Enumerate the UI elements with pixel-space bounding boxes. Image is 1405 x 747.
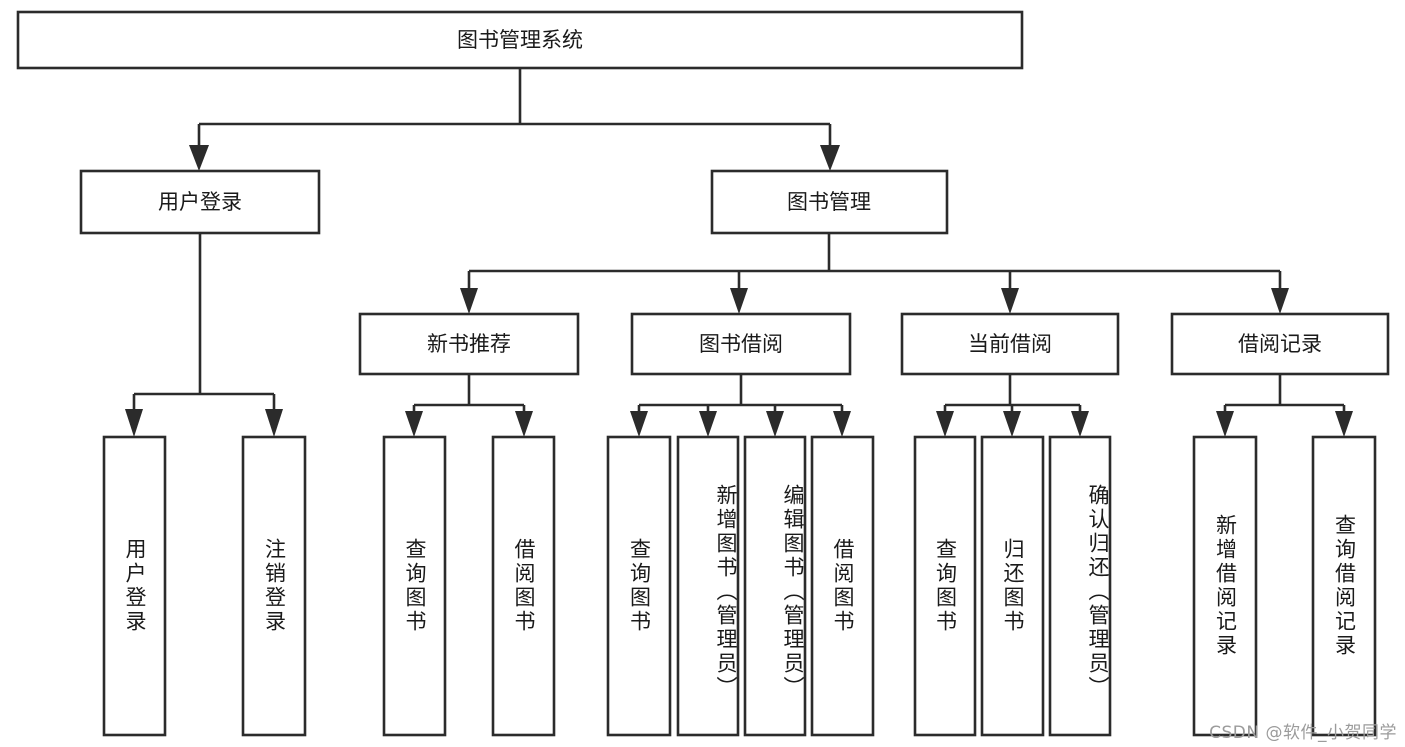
arrow-to-current-borrow [1001, 288, 1019, 314]
node-borrow-record[interactable]: 借阅记录 [1170, 312, 1390, 376]
arrow-to-leaf-confirm-return [1071, 411, 1089, 437]
leaf-box-confirm-return[interactable] [1048, 435, 1112, 737]
arrow-to-book-borrow [730, 288, 748, 314]
arrow-to-leaf-add-book [699, 411, 717, 437]
connector-new-book-recommend-to-leaves [405, 374, 533, 437]
connector-book-borrow-to-leaves [630, 374, 851, 437]
node-current-borrow-label: 当前借阅 [968, 332, 1052, 356]
node-new-book-recommend-label: 新书推荐 [427, 332, 511, 356]
connector-current-borrow-to-leaves [936, 374, 1089, 437]
node-book-borrow-label: 图书借阅 [699, 332, 783, 356]
arrow-to-leaf-edit-book [766, 411, 784, 437]
node-root[interactable]: 图书管理系统 [16, 10, 1024, 70]
arrow-to-leaf-add-record [1216, 411, 1234, 437]
node-book-manage-label: 图书管理 [787, 190, 871, 214]
leaf-box-user-logout[interactable] [241, 435, 307, 737]
arrow-to-book-manage [820, 145, 840, 171]
arrow-to-leaf-user-login [125, 409, 143, 437]
leaf-box-borrow-book-1[interactable] [491, 435, 556, 737]
node-root-box[interactable] [16, 10, 1024, 70]
leaf-box-edit-book[interactable] [743, 435, 807, 737]
node-book-borrow[interactable]: 图书借阅 [630, 312, 852, 376]
leaf-box-add-book[interactable] [676, 435, 740, 737]
arrow-to-leaf-return-book [1003, 411, 1021, 437]
connector-user-login-to-leaves [125, 233, 283, 437]
leaf-box-query-book-1[interactable] [382, 435, 447, 737]
node-current-borrow[interactable]: 当前借阅 [900, 312, 1120, 376]
leaf-box-query-book-2[interactable] [606, 435, 672, 737]
connector-borrow-record-to-leaves [1216, 374, 1353, 437]
arrow-to-leaf-borrow-book-2 [833, 411, 851, 437]
leaf-box-add-record[interactable] [1192, 435, 1258, 737]
csdn-watermark: CSDN @软件_小贺同学 [1209, 723, 1397, 743]
arrow-to-leaf-query-book-3 [936, 411, 954, 437]
leaf-box-user-login[interactable] [102, 435, 167, 737]
node-user-login-label: 用户登录 [158, 190, 242, 214]
leaf-box-return-book[interactable] [980, 435, 1045, 737]
connector-root-to-level2 [189, 68, 840, 171]
arrow-to-leaf-query-book-2 [630, 411, 648, 437]
arrow-to-leaf-query-book-1 [405, 411, 423, 437]
connector-book-manage-to-level3 [460, 233, 1289, 314]
node-new-book-recommend[interactable]: 新书推荐 [358, 312, 580, 376]
arrow-to-user-login [189, 145, 209, 171]
leaf-box-query-book-3[interactable] [913, 435, 977, 737]
node-borrow-record-label: 借阅记录 [1238, 332, 1322, 356]
node-user-login-box[interactable] [79, 169, 321, 235]
arrow-to-leaf-borrow-book-1 [515, 411, 533, 437]
node-current-borrow-box[interactable] [900, 312, 1120, 376]
node-new-book-recommend-box[interactable] [358, 312, 580, 376]
node-root-label: 图书管理系统 [457, 28, 583, 52]
arrow-to-leaf-query-record [1335, 411, 1353, 437]
leaf-box-borrow-book-2[interactable] [810, 435, 875, 737]
node-book-manage[interactable]: 图书管理 [710, 169, 949, 235]
arrow-to-leaf-user-logout [265, 409, 283, 437]
arrow-to-new-book-recommend [460, 288, 478, 314]
arrow-to-borrow-record [1271, 288, 1289, 314]
leaf-box-query-record[interactable] [1311, 435, 1377, 737]
node-user-login[interactable]: 用户登录 [79, 169, 321, 235]
